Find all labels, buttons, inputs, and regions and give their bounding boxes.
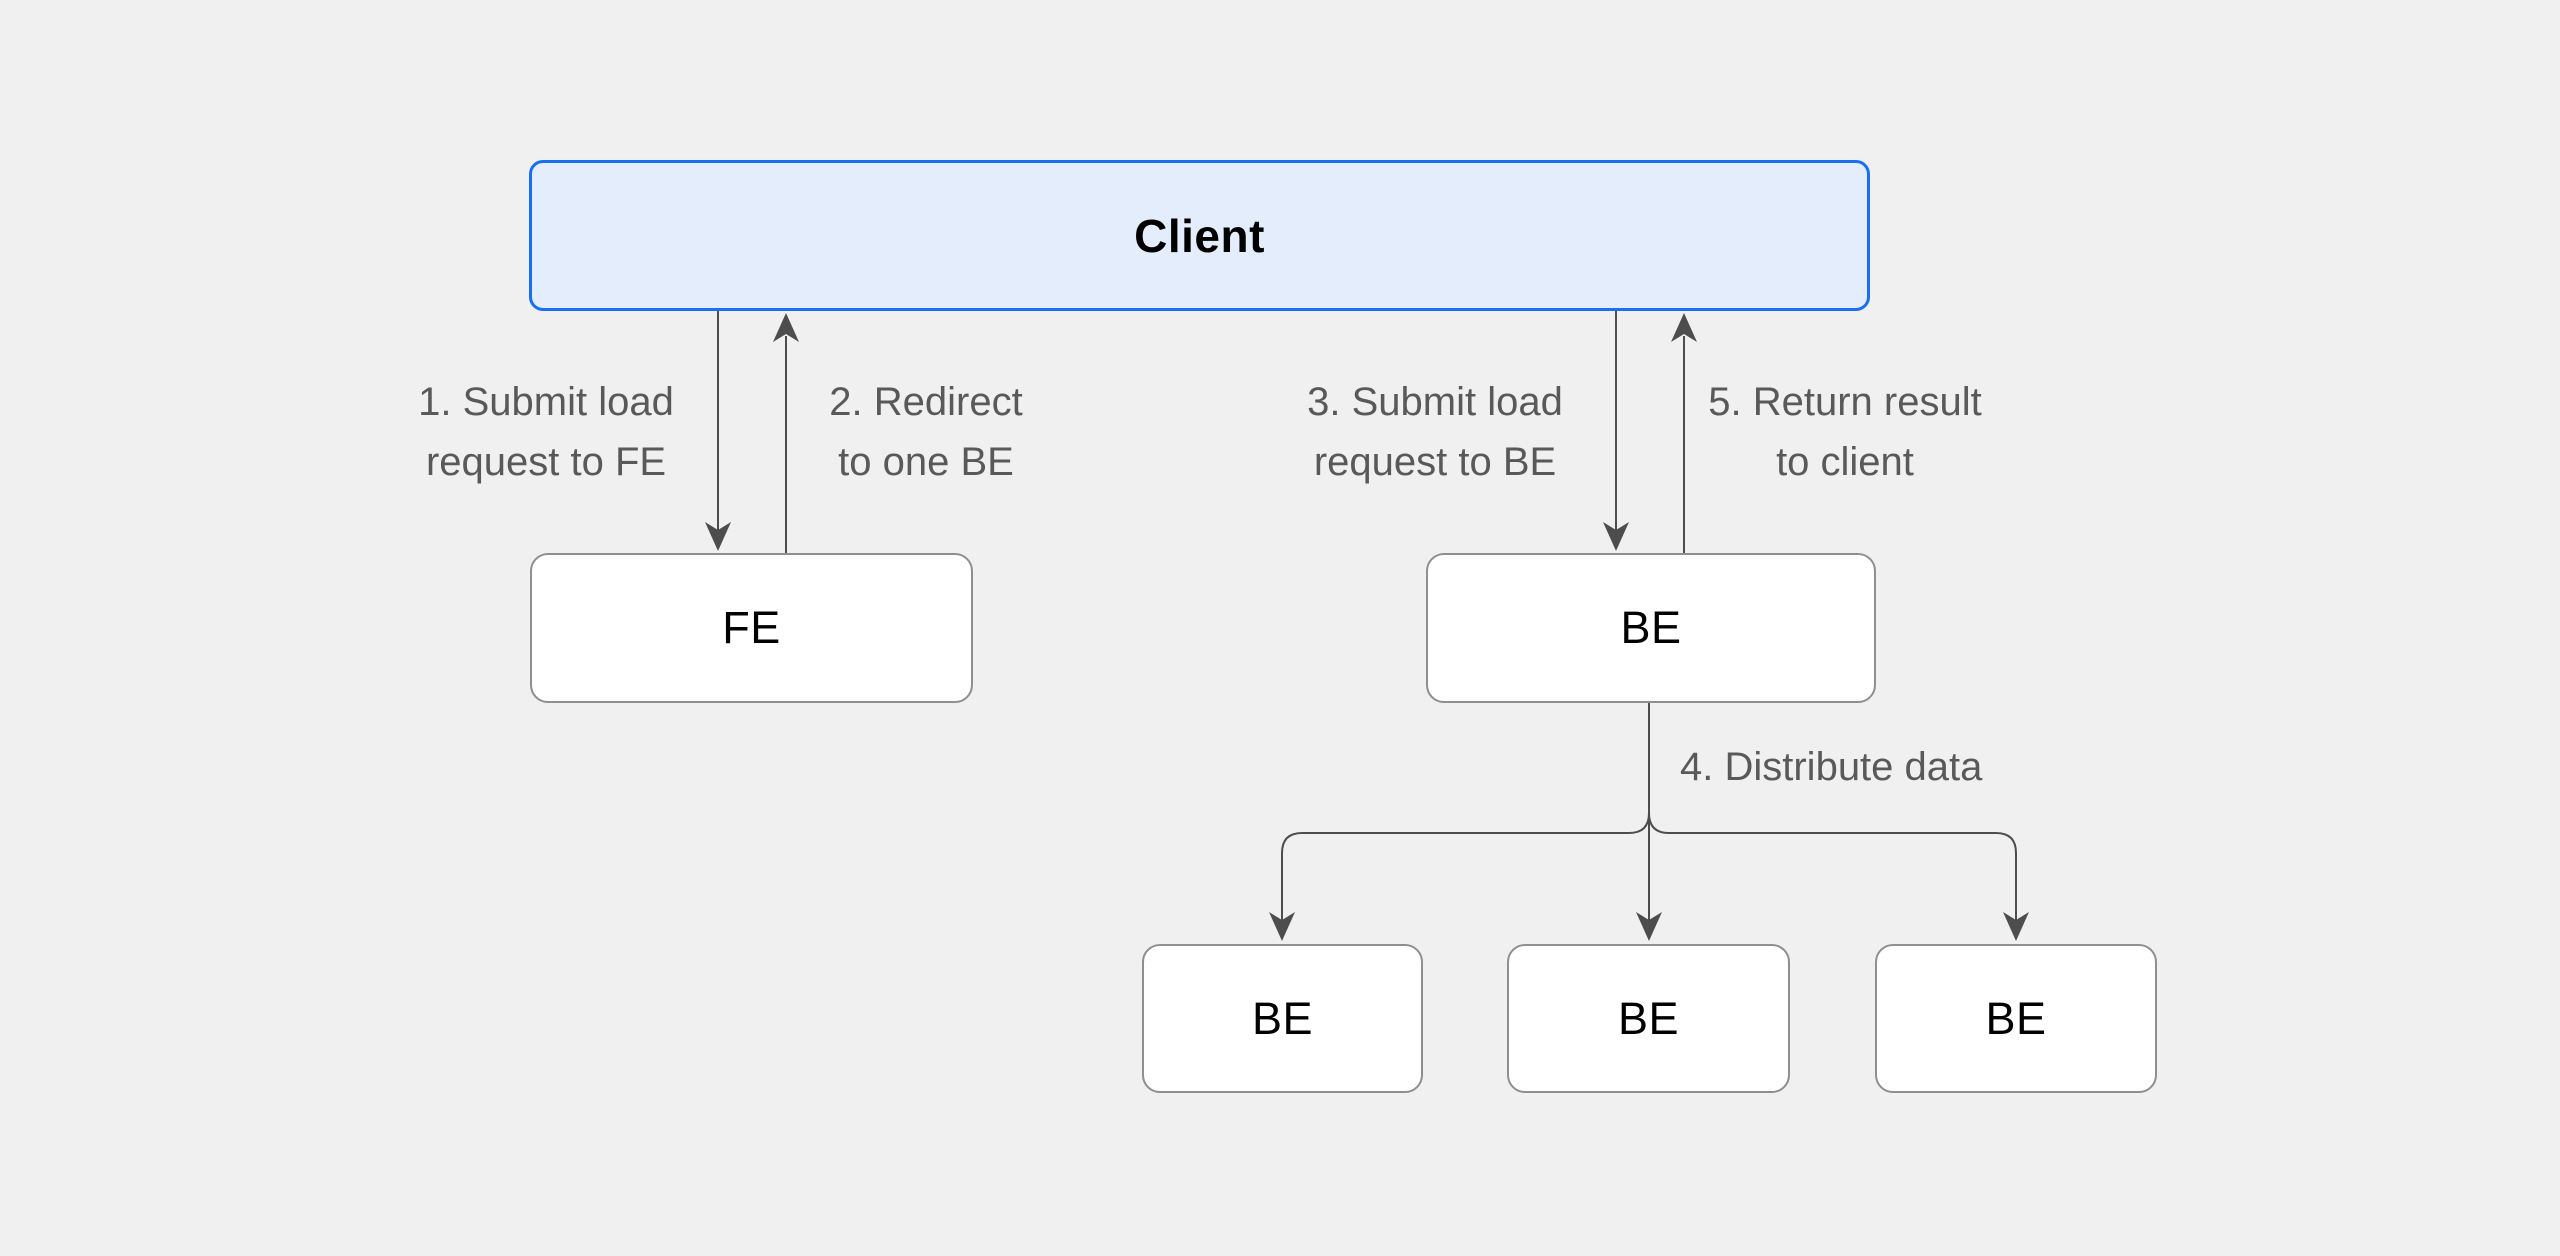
- edge-label-step-5: 5. Return result to client: [1685, 372, 2005, 492]
- arrowhead-down-icon: [705, 522, 731, 551]
- edge-label-step-5-line-2: to client: [1776, 440, 1914, 484]
- edge-label-step-1-line-1: 1. Submit load: [418, 380, 674, 424]
- node-be-primary-label: BE: [1620, 602, 1682, 653]
- node-client-label: Client: [1134, 209, 1265, 262]
- node-be-worker-2-label: BE: [1617, 992, 1680, 1044]
- arrowhead-down-icon: [1636, 912, 1662, 941]
- arrowhead-down-icon: [1269, 912, 1295, 941]
- edge-label-step-3-line-2: request to BE: [1313, 440, 1557, 484]
- edge-label-step-4: 4. Distribute data: [1680, 737, 2100, 797]
- node-be-worker-2: BE: [1507, 944, 1790, 1093]
- arrowhead-up-icon: [1671, 313, 1697, 342]
- edge-label-step-2-line-2: to one BE: [838, 440, 1014, 484]
- edge-label-step-1: 1. Submit load request to FE: [386, 372, 706, 492]
- arrowhead-up-icon: [773, 313, 799, 342]
- node-be-worker-1-label: BE: [1251, 992, 1314, 1044]
- node-client: Client: [529, 160, 1870, 311]
- arrowhead-down-icon: [2003, 912, 2029, 941]
- node-be-primary: BE: [1426, 553, 1876, 703]
- node-fe-label: FE: [722, 602, 781, 653]
- edge-label-step-3: 3. Submit load request to BE: [1275, 372, 1595, 492]
- edge-label-step-2-line-1: 2. Redirect: [829, 380, 1023, 424]
- edge-label-step-5-line-1: 5. Return result: [1708, 380, 1982, 424]
- node-fe: FE: [530, 553, 973, 703]
- node-be-worker-3: BE: [1875, 944, 2157, 1093]
- node-be-worker-1: BE: [1142, 944, 1423, 1093]
- arrowhead-down-icon: [1603, 522, 1629, 551]
- edge-label-step-1-line-2: request to FE: [425, 440, 667, 484]
- node-be-worker-3-label: BE: [1985, 992, 2047, 1044]
- edge-label-step-3-line-1: 3. Submit load: [1307, 380, 1563, 424]
- edge-distribute-left-branch-line: [1281, 812, 1650, 920]
- edge-label-step-2: 2. Redirect to one BE: [766, 372, 1086, 492]
- edge-label-step-4-line-1: 4. Distribute data: [1680, 745, 1983, 789]
- edge-distribute-right-branch-line: [1648, 812, 2017, 920]
